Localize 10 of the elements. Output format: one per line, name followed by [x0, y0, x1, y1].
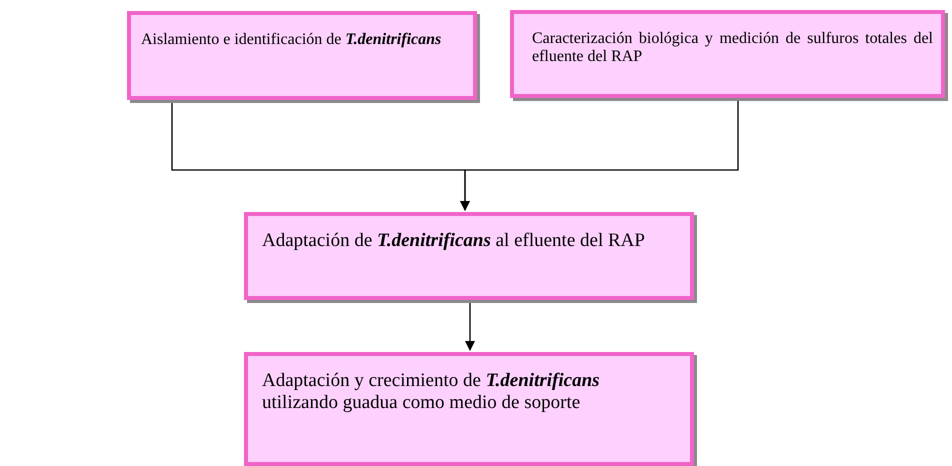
step-text: Adaptación de T.denitrificans al efluente del RAP — [262, 230, 646, 252]
process-box — [127, 11, 477, 100]
step-text: Adaptación y crecimiento de T.denitrificans utilizando guadua como medio de soporte — [262, 370, 601, 414]
step-text: Caracterización biológica y medición de sulfuros totales del efluente del RAP — [532, 30, 933, 67]
arrow — [465, 302, 475, 351]
arrow — [460, 98, 739, 211]
process-box — [244, 212, 694, 300]
process-box — [244, 352, 694, 466]
step-text: Aislamiento e identificación de T.denitrificans — [141, 31, 442, 50]
process-box — [510, 10, 945, 98]
